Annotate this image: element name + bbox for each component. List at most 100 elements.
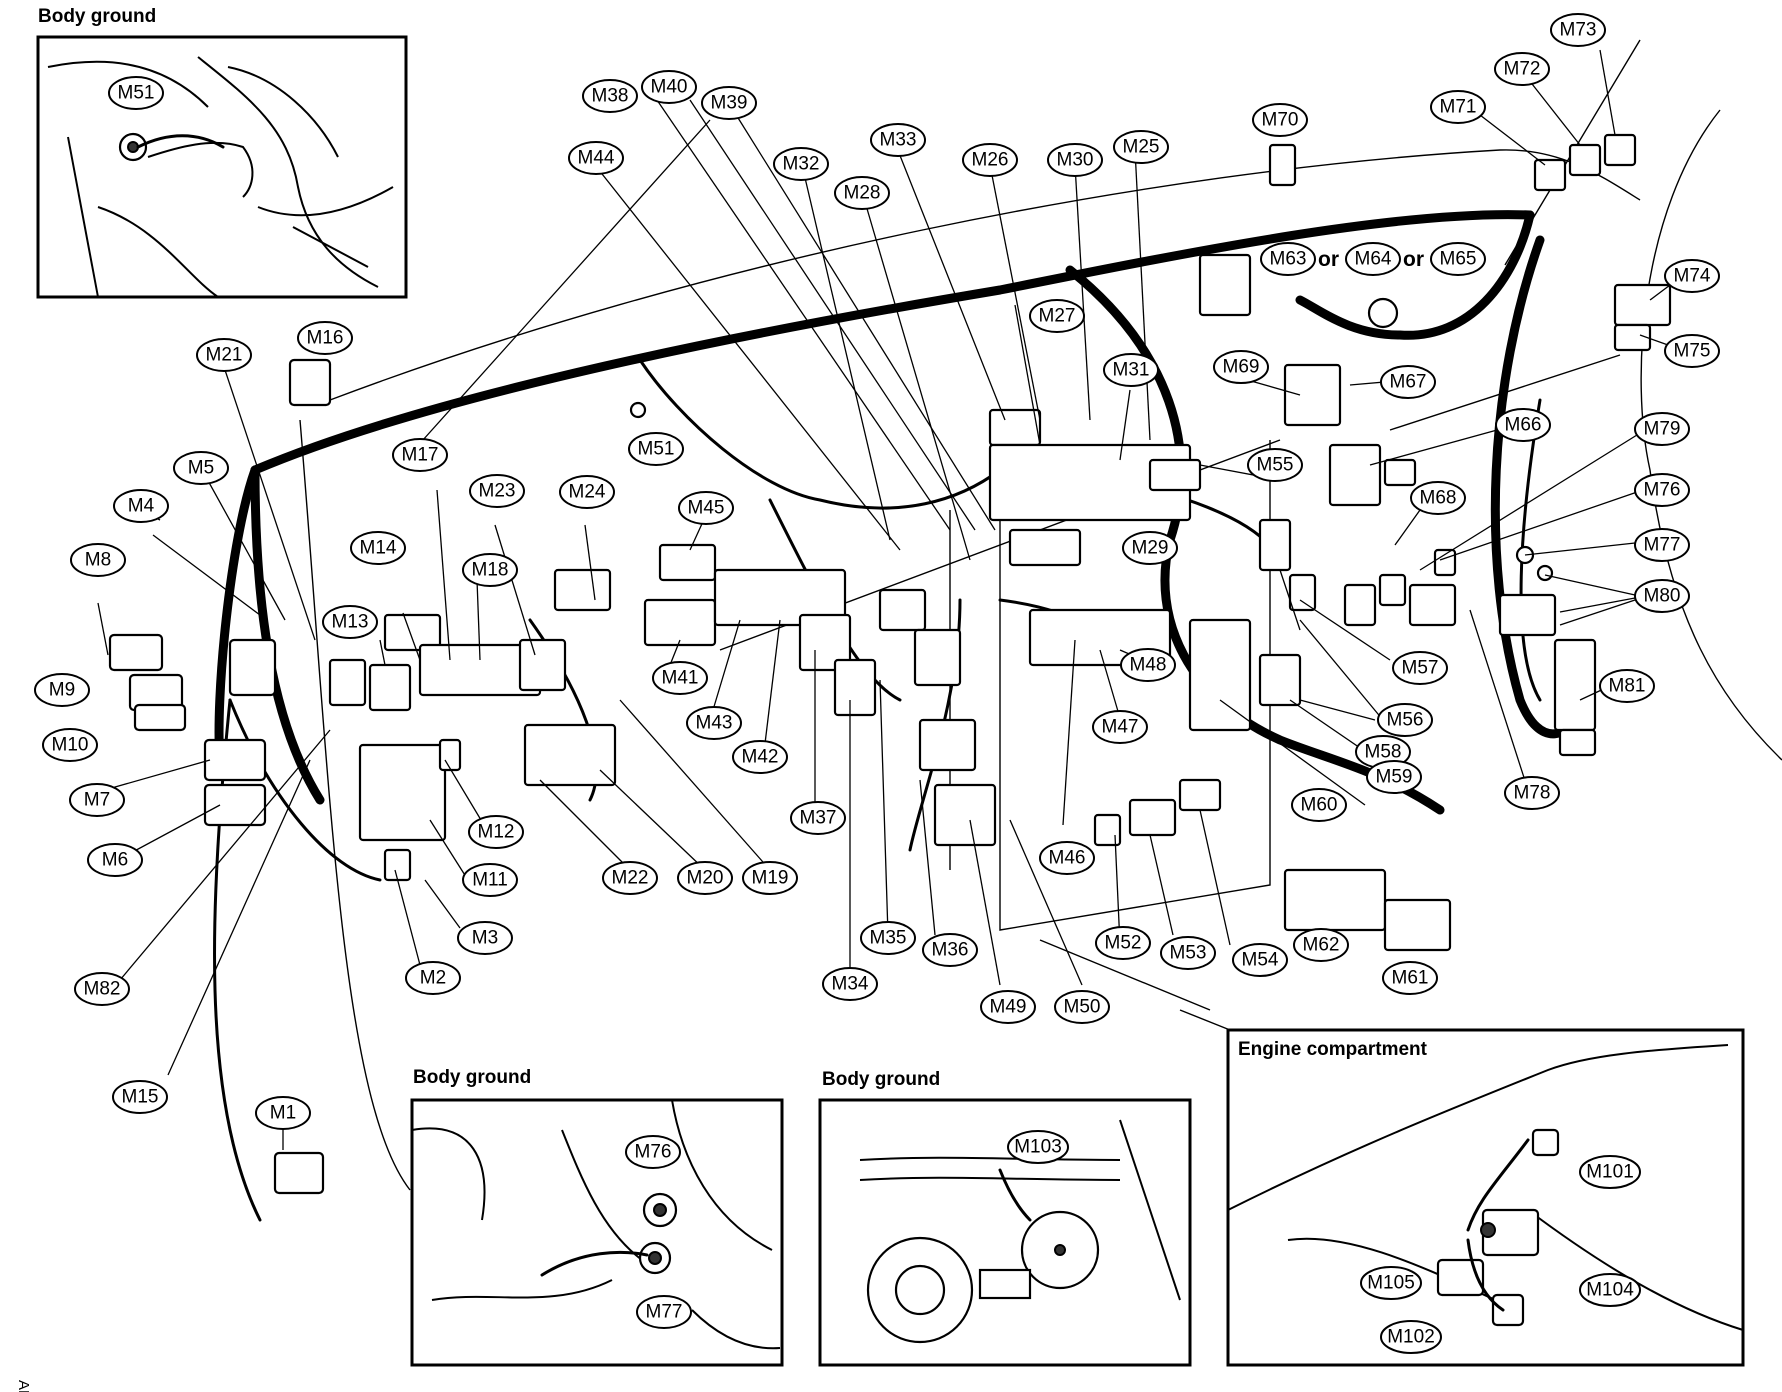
label-M11-oval	[462, 863, 518, 897]
label-M44-oval	[568, 141, 624, 175]
connector-shapes	[108, 133, 1672, 1195]
label-M38-oval	[582, 79, 638, 113]
label-M51-oval	[628, 432, 684, 466]
label-M48-oval	[1120, 648, 1176, 682]
label-M27: M27	[1029, 299, 1085, 333]
inset-label-M77: M77	[636, 1295, 692, 1329]
label-M40-text: M40	[651, 77, 688, 98]
label-M65: M65	[1430, 242, 1486, 276]
label-M79-oval	[1634, 412, 1690, 446]
inset-label-M77-text: M77	[646, 1302, 683, 1323]
label-M37-text: M37	[800, 808, 837, 829]
label-M51: M51	[628, 432, 684, 466]
label-M3: M3	[457, 921, 513, 955]
inset-label-M51: M51	[108, 76, 164, 110]
label-M66-text: M66	[1505, 415, 1542, 436]
label-M39-oval	[701, 86, 757, 120]
label-M77: M77	[1634, 528, 1690, 562]
label-M38: M38	[582, 79, 638, 113]
label-M4-oval	[113, 489, 169, 523]
label-M59-text: M59	[1376, 767, 1413, 788]
label-M46: M46	[1039, 841, 1095, 875]
inset-label-M77-oval	[636, 1295, 692, 1329]
inset-label-M105-oval	[1360, 1266, 1422, 1300]
svg-text:M64: M64	[1355, 249, 1392, 270]
label-M76-oval	[1634, 473, 1690, 507]
label-M2-text: M2	[420, 968, 446, 989]
label-M16: M16	[297, 321, 353, 355]
label-M34: M34	[822, 967, 878, 1001]
label-M17-oval	[392, 438, 448, 472]
inset-label-M76-oval	[625, 1135, 681, 1169]
label-M79-text: M79	[1644, 419, 1681, 440]
label-M25-oval	[1113, 130, 1169, 164]
label-M4: M4	[113, 489, 169, 523]
inset-label-M103-text: M103	[1014, 1137, 1062, 1158]
label-M15-oval	[112, 1080, 168, 1114]
label-M71-oval	[1430, 90, 1486, 124]
label-M54: M54	[1232, 943, 1288, 977]
label-M17: M17	[392, 438, 448, 472]
figure-code: AEL203A	[15, 1380, 32, 1392]
label-M12-oval	[468, 815, 524, 849]
inset-label-M103: M103	[1007, 1130, 1069, 1164]
label-M74-oval	[1664, 259, 1720, 293]
label-M19-text: M19	[752, 868, 789, 889]
label-M20-oval	[677, 861, 733, 895]
label-M57-text: M57	[1402, 658, 1439, 679]
label-M16-oval	[297, 321, 353, 355]
inset-label-M51-text: M51	[118, 83, 155, 104]
label-M1: M1	[255, 1096, 311, 1130]
label-M53-text: M53	[1170, 943, 1207, 964]
label-M56-oval	[1377, 703, 1433, 737]
label-M35: M35	[860, 921, 916, 955]
label-M34-oval	[822, 967, 878, 1001]
label-M47: M47	[1092, 710, 1148, 744]
label-M63: M63	[1260, 242, 1316, 276]
label-M77-oval	[1634, 528, 1690, 562]
label-M52-text: M52	[1105, 933, 1142, 954]
label-M21-oval	[196, 338, 252, 372]
label-M81-text: M81	[1609, 676, 1646, 697]
label-M52-oval	[1095, 926, 1151, 960]
label-M69-text: M69	[1223, 357, 1260, 378]
leader-lines	[86, 49, 1691, 1150]
or-word-1: or	[1318, 248, 1339, 271]
label-M27-oval	[1029, 299, 1085, 333]
label-M6-text: M6	[102, 850, 128, 871]
label-M51-text: M51	[638, 439, 675, 460]
label-M18-text: M18	[472, 560, 509, 581]
label-M39-text: M39	[711, 93, 748, 114]
label-M75: M75	[1664, 334, 1720, 368]
label-M11-text: M11	[472, 870, 508, 891]
label-M26-text: M26	[972, 150, 1009, 171]
label-M7: M7	[69, 783, 125, 817]
label-M31-oval	[1103, 353, 1159, 387]
label-M71-text: M71	[1440, 97, 1477, 118]
label-M19: M19	[742, 861, 798, 895]
label-M26: M26	[962, 143, 1018, 177]
label-M11: M11	[462, 863, 518, 897]
label-M74-text: M74	[1674, 266, 1711, 287]
label-M31: M31	[1103, 353, 1159, 387]
label-M81: M81	[1599, 669, 1655, 703]
label-M28: M28	[834, 176, 890, 210]
inset-label-M102: M102	[1380, 1320, 1442, 1354]
label-M24: M24	[559, 475, 615, 509]
label-M34-text: M34	[832, 974, 869, 995]
label-M28-oval	[834, 176, 890, 210]
label-M25-text: M25	[1123, 137, 1160, 158]
label-M25: M25	[1113, 130, 1169, 164]
alt-connector-group: M63 or M64 or M65	[1260, 242, 1486, 276]
label-M76: M76	[1634, 473, 1690, 507]
label-M12: M12	[468, 815, 524, 849]
label-M68-text: M68	[1420, 488, 1457, 509]
inset-top-left-sketch	[47, 56, 394, 298]
inset-bottom-3: Engine compartment	[1226, 1028, 1745, 1367]
label-M2: M2	[405, 961, 461, 995]
label-M8-text: M8	[85, 550, 111, 571]
label-M55: M55	[1247, 448, 1303, 482]
label-M46-text: M46	[1049, 848, 1086, 869]
label-M5-text: M5	[188, 458, 214, 479]
label-M9-oval	[34, 673, 90, 707]
